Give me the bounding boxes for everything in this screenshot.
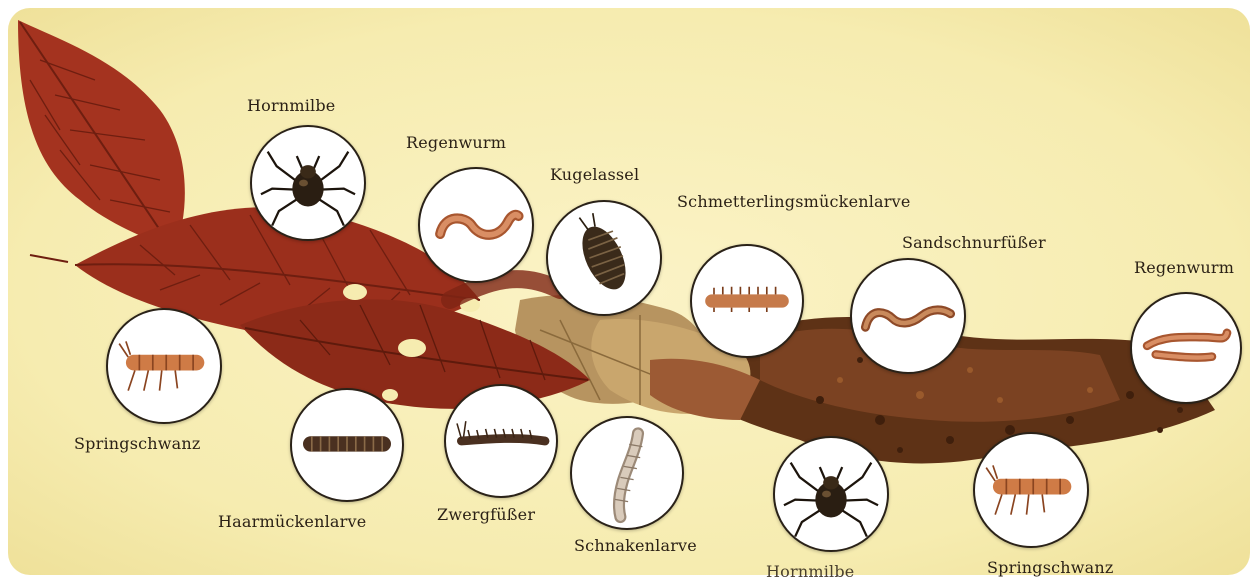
label-schmetterlingsmueckenlarve: Schmetterlingsmückenlarve (677, 192, 911, 211)
label-kugelassel: Kugelassel (550, 165, 639, 184)
crane-fly-larva-icon (572, 418, 682, 528)
label-springschwanz-right: Springschwanz (987, 558, 1114, 577)
zwergfuesser-circle (444, 384, 558, 498)
label-regenwurm-left: Regenwurm (406, 133, 506, 152)
earthworm-icon (420, 169, 532, 281)
label-haarmueckenlarve: Haarmückenlarve (218, 512, 366, 531)
hornmilbe-circle-bottom (773, 436, 889, 552)
schnakenlarve-circle (570, 416, 684, 530)
haarmueckenlarve-circle (290, 388, 404, 502)
symphylan-icon (446, 386, 556, 496)
label-schnakenlarve: Schnakenlarve (574, 536, 697, 555)
mite-icon (775, 438, 887, 550)
earthworm-icon (1132, 294, 1240, 402)
millipede-icon (852, 260, 964, 372)
pill-bug-icon (548, 202, 660, 314)
label-hornmilbe-bottom: Hornmilbe (766, 562, 854, 581)
mite-icon (252, 127, 364, 239)
schmetterlingsmueckenlarve-circle (690, 244, 804, 358)
kugelassel-circle (546, 200, 662, 316)
label-springschwanz-left: Springschwanz (74, 434, 201, 453)
springtail-icon (108, 310, 220, 422)
label-sandschnurfuesser: Sandschnurfüßer (902, 233, 1046, 252)
march-fly-larva-icon (292, 390, 402, 500)
moth-fly-larva-icon (692, 246, 802, 356)
regenwurm-circle-left (418, 167, 534, 283)
label-hornmilbe-top: Hornmilbe (247, 96, 335, 115)
springschwanz-circle-left (106, 308, 222, 424)
label-regenwurm-right: Regenwurm (1134, 258, 1234, 277)
hornmilbe-circle-top (250, 125, 366, 241)
springtail-icon (975, 434, 1087, 546)
label-zwergfuesser: Zwergfüßer (437, 505, 535, 524)
sandschnurfuesser-circle (850, 258, 966, 374)
springschwanz-circle-right (973, 432, 1089, 548)
regenwurm-circle-right (1130, 292, 1242, 404)
